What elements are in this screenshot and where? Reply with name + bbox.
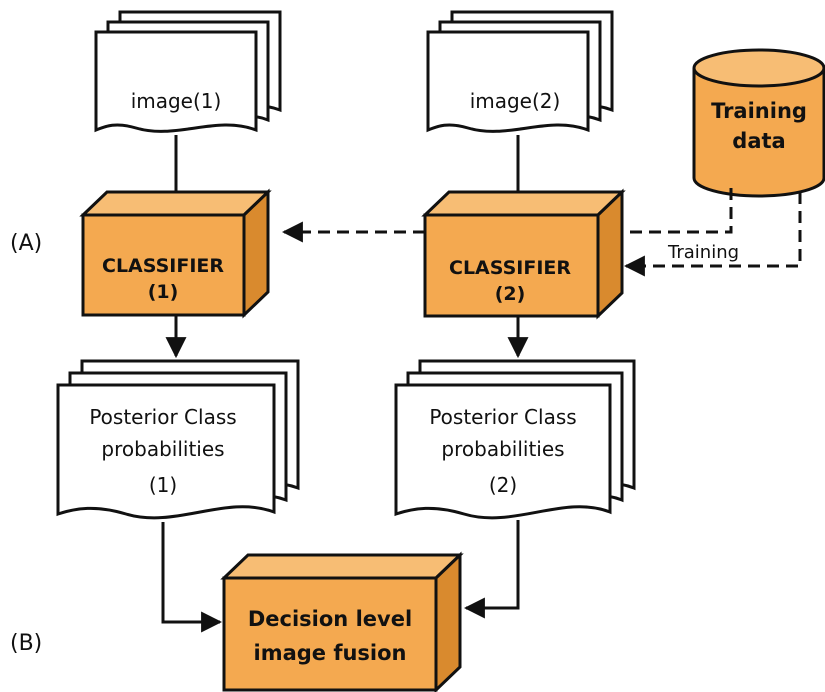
classifier-1-number: (1)	[148, 281, 179, 303]
classifier-2-box: CLASSIFIER (2)	[421, 188, 626, 320]
classifier-2-number: (2)	[495, 283, 526, 305]
section-a-label: (A)	[10, 231, 42, 256]
arrow-posterior2-to-fusion	[463, 520, 520, 619]
posterior-1-document: Posterior Class probabilities (1)	[56, 359, 300, 520]
image-1-document: image(1)	[94, 10, 282, 133]
training-data-label-2: data	[732, 129, 785, 153]
classifier-1-label: CLASSIFIER	[102, 255, 224, 277]
image-2-document: image(2)	[426, 10, 614, 133]
classifier-2-label: CLASSIFIER	[449, 257, 571, 279]
dashed-line-training-data-to-classifier2	[622, 188, 733, 234]
posterior-2-label-2: probabilities	[441, 437, 564, 461]
posterior-1-label-2: probabilities	[101, 437, 224, 461]
fusion-label-1: Decision level	[248, 607, 412, 631]
posterior-2-document: Posterior Class probabilities (2)	[394, 359, 636, 520]
image-1-label: image(1)	[131, 89, 222, 113]
fusion-label-2: image fusion	[254, 641, 407, 665]
fusion-box: Decision level image fusion	[220, 551, 464, 692]
posterior-1-label-3: (1)	[149, 473, 177, 497]
arrow-posterior1-to-fusion	[161, 522, 223, 633]
training-data-label-1: Training	[711, 99, 807, 123]
section-b-label: (B)	[10, 631, 42, 656]
posterior-1-label-1: Posterior Class	[89, 405, 236, 429]
dashed-arrow-training	[623, 192, 802, 277]
training-arrow-label: Training	[667, 242, 739, 263]
posterior-2-label-3: (2)	[489, 473, 517, 497]
classifier-1-box: CLASSIFIER (1)	[79, 188, 272, 319]
training-data-cylinder: Training data	[692, 48, 825, 198]
posterior-2-label-1: Posterior Class	[429, 405, 576, 429]
image-2-label: image(2)	[470, 89, 561, 113]
